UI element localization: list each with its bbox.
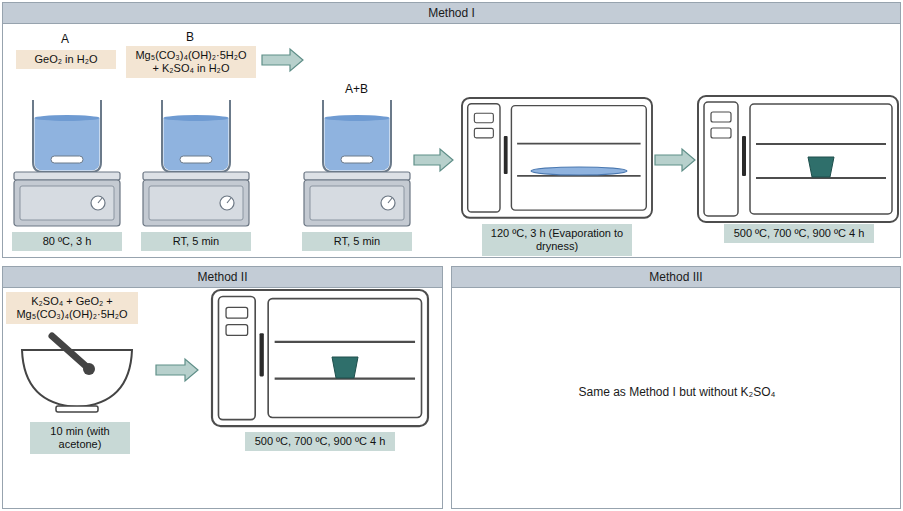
condition-box: 120 ºC, 3 h (Evaporation to dryness) bbox=[482, 224, 632, 256]
beaker-on-stirrer bbox=[304, 100, 410, 226]
condition-box: 500 ºC, 700 ºC, 900 ºC 4 h bbox=[245, 432, 395, 451]
step-letter: A+B bbox=[345, 82, 368, 96]
beaker bbox=[162, 100, 230, 172]
crucible bbox=[808, 157, 834, 177]
box-text: 120 ºC, 3 h (Evaporation to dryness) bbox=[487, 227, 627, 253]
reagent-box: GeO₂ in H₂O bbox=[16, 50, 116, 69]
drying-oven bbox=[462, 98, 652, 218]
beaker-on-stirrer bbox=[14, 100, 120, 226]
evaporating-dish bbox=[531, 167, 627, 175]
block-arrow bbox=[655, 149, 695, 171]
condition-box: 500 ºC, 700 ºC, 900 ºC 4 h bbox=[724, 224, 874, 243]
condition-box: 80 ºC, 3 h bbox=[12, 232, 122, 251]
mortar-base bbox=[56, 406, 98, 412]
beaker bbox=[33, 100, 101, 172]
condition-box: RT, 5 min bbox=[302, 232, 412, 251]
box-text: 80 ºC, 3 h bbox=[17, 235, 117, 248]
beaker bbox=[323, 100, 391, 172]
panel-heading: Method III bbox=[452, 267, 900, 288]
block-arrow bbox=[414, 149, 453, 171]
box-text: 500 ºC, 700 ºC, 900 ºC 4 h bbox=[729, 227, 869, 240]
condition-box: RT, 5 min bbox=[141, 232, 251, 251]
muffle-furnace bbox=[212, 290, 428, 426]
box-text: RT, 5 min bbox=[146, 235, 246, 248]
panel-heading: Method I bbox=[3, 3, 900, 24]
mortar-and-pestle bbox=[22, 336, 132, 412]
method-panel: Method III Same as Method I but without K… bbox=[451, 266, 901, 509]
box-text: K₂SO₄ + GeO₂ + Mg₅(CO₃)₄(OH)₂·5H₂O bbox=[11, 295, 133, 321]
method-panel: K₂SO₄ + GeO₂ + Mg₅(CO₃)₄(OH)₂·5H₂O 10 min… bbox=[2, 266, 443, 509]
box-text: 500 ºC, 700 ºC, 900 ºC 4 h bbox=[250, 435, 390, 448]
oven bbox=[698, 96, 898, 222]
panel-heading: Method II bbox=[3, 267, 442, 288]
box-text: 10 min (with acetone) bbox=[35, 425, 125, 451]
crucible bbox=[332, 357, 358, 378]
block-arrow bbox=[262, 49, 303, 71]
hotplate-stirrer bbox=[304, 172, 410, 226]
block-arrow bbox=[156, 359, 198, 381]
step-letter: B bbox=[186, 30, 194, 44]
pestle bbox=[52, 336, 88, 368]
process-arrows bbox=[156, 49, 695, 381]
panel-note: Same as Method I but without K₂SO₄ bbox=[512, 385, 842, 400]
step-letter: A bbox=[61, 32, 69, 46]
hotplate-stirrer bbox=[143, 172, 249, 226]
pestle-head bbox=[83, 363, 95, 375]
box-text: RT, 5 min bbox=[307, 235, 407, 248]
muffle-furnace bbox=[698, 96, 898, 222]
hotplate-stirrer bbox=[14, 172, 120, 226]
beaker-on-stirrer bbox=[143, 100, 249, 226]
oven bbox=[462, 98, 652, 218]
reagent-box: Mg₅(CO₃)₄(OH)₂·5H₂O + K₂SO₄ in H₂O bbox=[126, 46, 256, 78]
reagent-box: K₂SO₄ + GeO₂ + Mg₅(CO₃)₄(OH)₂·5H₂O bbox=[6, 292, 138, 324]
condition-box: 10 min (with acetone) bbox=[30, 422, 130, 454]
method-panel: GeO₂ in H₂O Mg₅(CO₃)₄(OH)₂·5H₂O + K₂SO₄ i… bbox=[2, 2, 901, 258]
box-text: GeO₂ in H₂O bbox=[21, 53, 111, 66]
box-text: Mg₅(CO₃)₄(OH)₂·5H₂O + K₂SO₄ in H₂O bbox=[131, 49, 251, 75]
oven bbox=[212, 290, 428, 426]
